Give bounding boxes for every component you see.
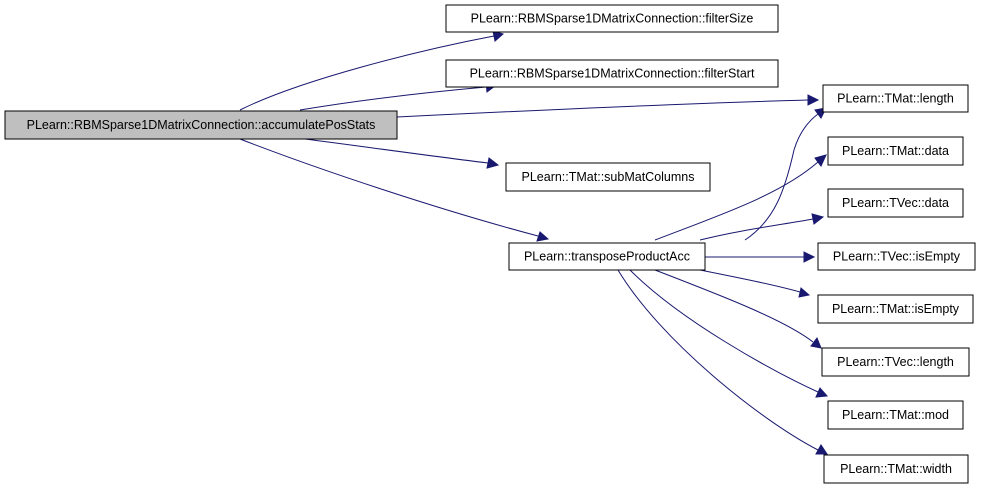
node-label: PLearn::TMat::length	[837, 92, 954, 106]
node-label: PLearn::transposeProductAcc	[524, 250, 690, 264]
node-label: PLearn::RBMSparse1DMatrixConnection::acc…	[27, 118, 376, 132]
edge-accumulate-to-transpose	[239, 138, 550, 242]
edge-transpose-to-tmat-data	[654, 154, 827, 241]
node-transpose-product-acc[interactable]: PLearn::transposeProductAcc	[508, 242, 706, 271]
node-filter-start[interactable]: PLearn::RBMSparse1DMatrixConnection::fil…	[445, 59, 779, 88]
node-label: PLearn::TMat::isEmpty	[832, 302, 960, 316]
node-tmat-isempty[interactable]: PLearn::TMat::isEmpty	[817, 294, 974, 324]
edge-transpose-to-tvec-data	[699, 213, 825, 241]
node-label: PLearn::TVec::length	[837, 355, 954, 369]
node-filter-size[interactable]: PLearn::RBMSparse1DMatrixConnection::fil…	[445, 4, 779, 33]
edge-accumulate-to-tmat-length	[396, 94, 820, 118]
edge-accumulate-to-submatcolumns	[304, 138, 500, 169]
node-submat-columns[interactable]: PLearn::TMat::subMatColumns	[505, 162, 711, 192]
node-tmat-width[interactable]: PLearn::TMat::width	[823, 454, 969, 484]
node-tmat-data[interactable]: PLearn::TMat::data	[827, 136, 964, 166]
node-label: PLearn::RBMSparse1DMatrixConnection::fil…	[471, 12, 754, 26]
node-label: PLearn::TMat::data	[842, 144, 949, 158]
edge-transpose-to-tmat-width	[617, 269, 828, 455]
node-label: PLearn::TVec::isEmpty	[833, 250, 961, 264]
node-tvec-data[interactable]: PLearn::TVec::data	[827, 188, 964, 218]
edge-transpose-to-tmat-mod	[629, 269, 829, 398]
node-tvec-isempty[interactable]: PLearn::TVec::isEmpty	[817, 242, 976, 271]
node-label: PLearn::TVec::data	[842, 196, 949, 210]
node-label: PLearn::TMat::mod	[842, 408, 949, 422]
node-tvec-length[interactable]: PLearn::TVec::length	[821, 347, 970, 377]
node-tmat-mod[interactable]: PLearn::TMat::mod	[827, 400, 964, 430]
node-tmat-length[interactable]: PLearn::TMat::length	[822, 84, 969, 113]
edge-transpose-to-tvec-length	[654, 269, 822, 349]
node-accumulate-pos-stats[interactable]: PLearn::RBMSparse1DMatrixConnection::acc…	[4, 110, 398, 140]
node-label: PLearn::TMat::width	[840, 462, 952, 476]
node-label: PLearn::RBMSparse1DMatrixConnection::fil…	[470, 67, 755, 81]
node-label: PLearn::TMat::subMatColumns	[522, 170, 695, 184]
edge-transpose-to-tmat-isempty	[699, 269, 811, 298]
edge-transpose-to-tvec-isempty	[705, 251, 816, 263]
